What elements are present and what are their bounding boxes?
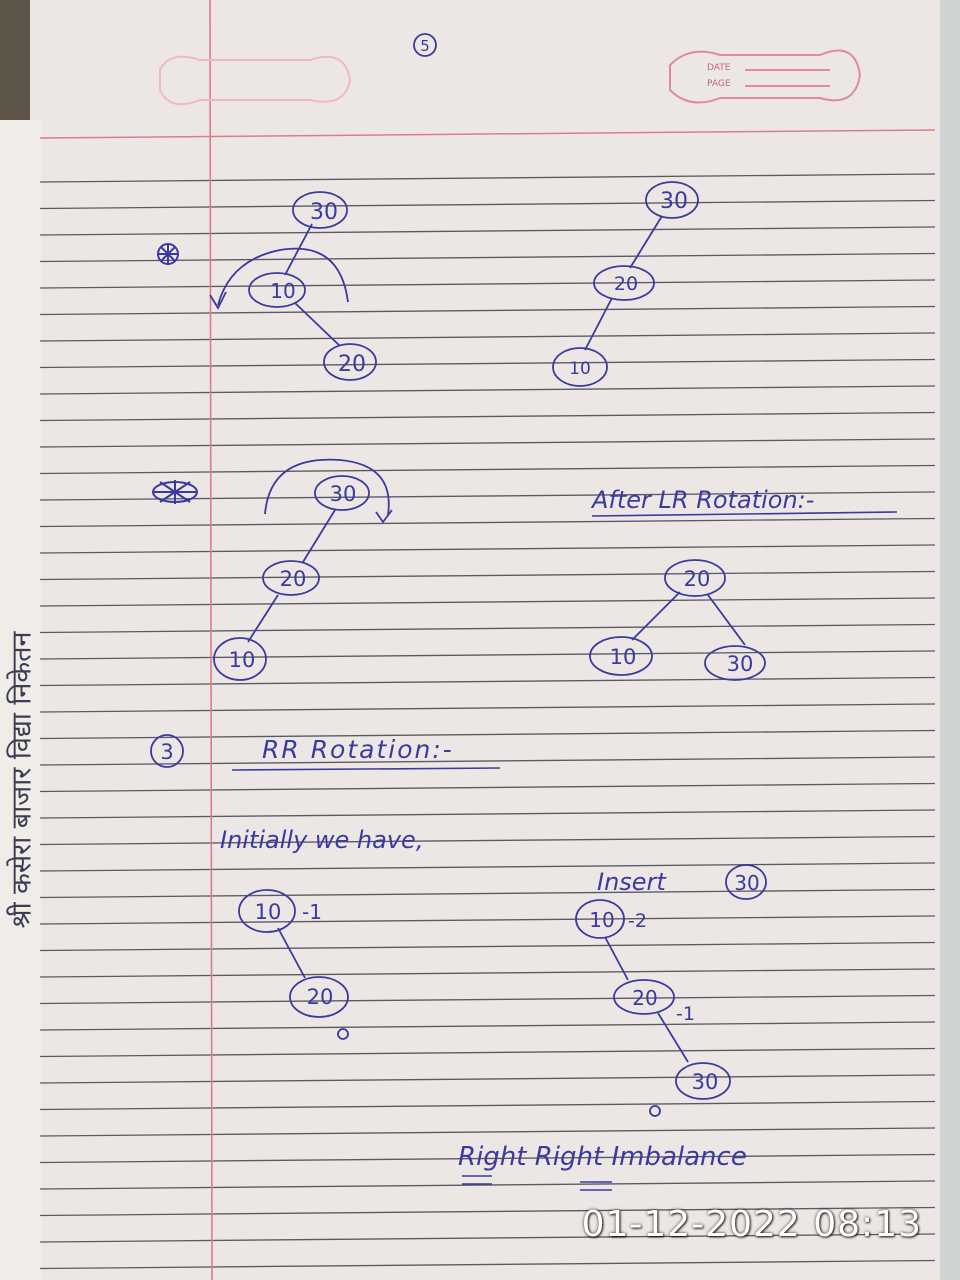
rule-line — [39, 199, 936, 210]
rule-line — [39, 438, 936, 448]
node-20: 20 — [684, 567, 711, 591]
rule-line — [39, 729, 936, 740]
rule-line — [39, 597, 936, 607]
balance-factor: -1 — [302, 900, 322, 924]
rule-line — [39, 1180, 936, 1190]
insert-value-circle — [725, 864, 767, 900]
after-lr-underline — [591, 511, 898, 517]
section-number: 3 — [160, 740, 173, 764]
rule-line — [39, 703, 936, 713]
node-10: 10 — [589, 908, 614, 932]
node-20: 20 — [632, 986, 657, 1010]
node-30: 30 — [660, 189, 688, 214]
page-number: 5 — [420, 37, 430, 55]
node-10: 10 — [229, 648, 256, 672]
after-lr-heading: After LR Rotation:- — [590, 486, 814, 514]
node-10: 10 — [610, 645, 637, 669]
rule-line — [39, 862, 936, 872]
node-20: 20 — [307, 985, 334, 1009]
imbalance-label: Right Right Imbalance — [458, 1142, 747, 1172]
rule-line — [39, 173, 936, 183]
rule-line — [39, 941, 936, 952]
rule-line — [39, 994, 936, 1005]
rule-line — [39, 464, 936, 475]
section-title-underline — [231, 767, 501, 771]
node-30: 30 — [310, 200, 338, 225]
node-20: 20 — [614, 273, 638, 295]
insert-value: 30 — [734, 871, 759, 895]
rule-line — [39, 1047, 936, 1058]
rule-line — [39, 676, 936, 687]
rule-line — [39, 1127, 936, 1137]
bullet-star-1 — [157, 243, 179, 265]
rule-line — [39, 835, 936, 846]
header-line — [39, 129, 936, 139]
rule-line — [39, 279, 936, 289]
rule-line — [39, 782, 936, 793]
insert-label: Insert — [597, 868, 667, 896]
rule-line — [39, 252, 936, 263]
notebook-page — [30, 0, 940, 1280]
page-label: PAGE — [707, 79, 731, 89]
rule-line — [39, 650, 936, 660]
rule-line — [39, 1233, 936, 1243]
date-label: DATE — [707, 63, 731, 73]
rule-line — [39, 305, 936, 316]
rule-line — [39, 968, 936, 978]
ruled-lines — [39, 173, 936, 1270]
node-30: 30 — [330, 482, 357, 506]
rule-line — [39, 1074, 936, 1084]
rule-line — [39, 544, 936, 554]
rule-line — [39, 888, 936, 899]
rule-line — [39, 517, 936, 528]
rule-line — [39, 358, 936, 369]
imbalance-underlines — [462, 1175, 612, 1191]
node-10: 10 — [569, 359, 591, 379]
balance-factor: -2 — [628, 910, 647, 932]
left-decor-box — [159, 55, 352, 106]
node-30: 30 — [727, 652, 754, 676]
rule-line — [39, 1153, 936, 1164]
rule-line — [39, 332, 936, 342]
initially-text: Initially we have, — [220, 826, 423, 854]
bullet-star-2 — [152, 480, 198, 504]
rule-line — [39, 756, 936, 766]
node-20: 20 — [280, 567, 307, 591]
rule-line — [39, 1021, 936, 1031]
rule-line — [39, 570, 936, 581]
node-20: 20 — [338, 352, 366, 377]
tree-a-right — [552, 181, 699, 387]
rule-line — [39, 915, 936, 925]
rule-line — [39, 1206, 936, 1217]
rule-line — [39, 226, 936, 236]
rr-after-tree — [575, 899, 731, 1117]
node-10: 10 — [255, 900, 282, 924]
photo-timestamp: 01-12-2022 08:13 — [581, 1204, 922, 1245]
rule-line — [39, 1100, 936, 1111]
tree-b-right — [589, 559, 766, 681]
rule-line — [39, 385, 936, 395]
section-title: RR Rotation:- — [262, 735, 454, 764]
margin-line — [209, 0, 213, 1280]
node-10: 10 — [270, 279, 295, 303]
rule-line — [39, 809, 936, 819]
date-page-box — [669, 49, 862, 104]
side-strip: श्री कसेरा बाजार विद्या निकेतन — [0, 120, 42, 1280]
balance-factor: -1 — [676, 1003, 695, 1025]
rr-initial-tree — [238, 889, 349, 1040]
rule-line — [39, 623, 936, 634]
tree-b-left — [213, 458, 393, 681]
rule-line — [39, 1259, 936, 1270]
node-30: 30 — [692, 1070, 719, 1094]
rule-line — [39, 411, 936, 422]
page-number-circle — [413, 33, 437, 57]
section-number-circle — [150, 734, 184, 768]
tree-a-left — [209, 191, 377, 381]
